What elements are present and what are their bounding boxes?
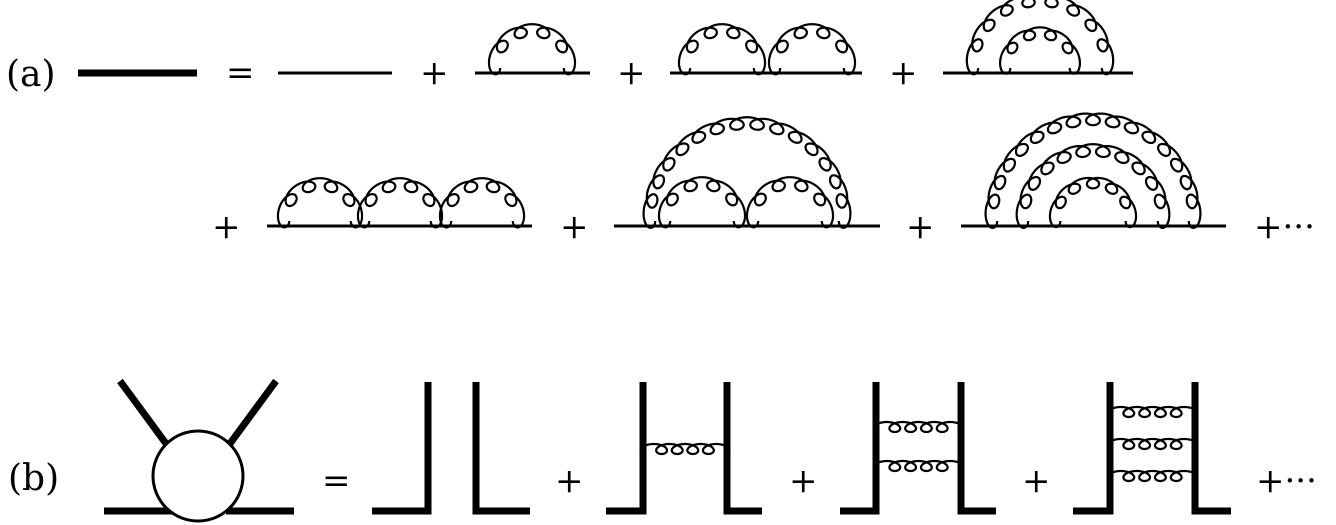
plus-sign-a1: + <box>420 53 449 93</box>
incoming-leg-right <box>223 378 279 452</box>
equals-sign-b: = <box>322 461 351 501</box>
gluon-line <box>1015 143 1171 229</box>
one-loop-self-energy <box>475 23 590 76</box>
gluon-arc <box>276 177 364 229</box>
gluon-line <box>639 442 731 456</box>
ladder-rail-right <box>472 382 530 515</box>
ladder-rail-left <box>372 382 432 515</box>
gluon-line <box>677 23 767 76</box>
incoming-leg-left <box>117 378 173 452</box>
gluon-arc-outer <box>965 0 1115 76</box>
ladder-one-rung <box>606 382 762 515</box>
gluon-line <box>965 0 1115 76</box>
gluon-line <box>276 177 364 229</box>
gluon-arc-inner <box>657 176 747 229</box>
two-loop-sequential-diagram <box>670 23 862 76</box>
ladder-three-rungs <box>1073 382 1231 515</box>
gluon-line <box>984 112 1202 230</box>
gluon-arc-inner <box>745 176 835 229</box>
gluon-arc <box>677 23 767 76</box>
plus-sign-b2: + <box>789 461 818 501</box>
ladder-rail-right <box>1191 382 1231 515</box>
gluon-line <box>356 177 444 229</box>
plus-sign-a5: + <box>560 207 589 247</box>
ellipsis-b: +··· <box>1256 461 1317 501</box>
gluon-line <box>1048 176 1138 229</box>
three-loop-rainbow-over-two-diagram <box>614 116 880 229</box>
gluon-rung <box>639 442 731 456</box>
gluon-line <box>642 116 852 229</box>
gluon-line <box>438 177 526 229</box>
blob-circle <box>151 429 245 523</box>
gluon-arc-inner <box>1048 176 1138 229</box>
plus-sign-b3: + <box>1022 461 1051 501</box>
gluon-rung <box>872 459 965 473</box>
gluon-line <box>487 23 577 76</box>
ladder-rail-left <box>840 382 880 515</box>
gluon-arc-outer <box>984 112 1202 230</box>
gluon-arc <box>767 23 857 76</box>
plus-sign-a6: + <box>906 207 935 247</box>
gluon-line <box>998 26 1082 75</box>
label-a: (a) <box>6 54 56 95</box>
scattering-amplitude-blob <box>104 378 294 523</box>
label-b: (b) <box>8 458 59 499</box>
gluon-arc <box>438 177 526 229</box>
gluon-rung <box>1106 405 1199 419</box>
plus-sign-a2: + <box>617 53 646 93</box>
gluon-line <box>1106 437 1199 451</box>
equals-sign-a: = <box>226 53 255 93</box>
three-loop-sequential-diagram <box>267 177 532 229</box>
gluon-rung <box>872 420 965 434</box>
gluon-line <box>657 176 747 229</box>
gluon-rung <box>1106 437 1199 451</box>
ladder-zero-rungs <box>372 382 530 515</box>
three-loop-rainbow-nested-diagram <box>961 112 1226 230</box>
gluon-line <box>1106 469 1199 483</box>
plus-sign-a3: + <box>889 53 918 93</box>
ladder-two-rungs <box>840 382 996 515</box>
ellipsis-a: +··· <box>1254 207 1315 247</box>
gluon-rung <box>1106 469 1199 483</box>
gluon-arc-inner <box>998 26 1082 75</box>
gluon-arc <box>356 177 444 229</box>
ladder-rail-right <box>957 382 996 515</box>
gluon-arc <box>487 23 577 76</box>
ladder-rail-right <box>723 382 762 515</box>
gluon-line <box>1106 405 1199 419</box>
gluon-line <box>745 176 835 229</box>
gluon-line <box>767 23 857 76</box>
ladder-rail-left <box>1073 382 1114 515</box>
gluon-arc-outer <box>642 116 852 229</box>
two-loop-nested-diagram <box>943 0 1133 76</box>
ladder-rail-left <box>606 382 647 515</box>
gluon-line <box>872 459 965 473</box>
gluon-line <box>872 420 965 434</box>
gluon-arc-middle <box>1015 143 1171 229</box>
plus-sign-a4: + <box>212 207 241 247</box>
plus-sign-b1: + <box>555 461 584 501</box>
